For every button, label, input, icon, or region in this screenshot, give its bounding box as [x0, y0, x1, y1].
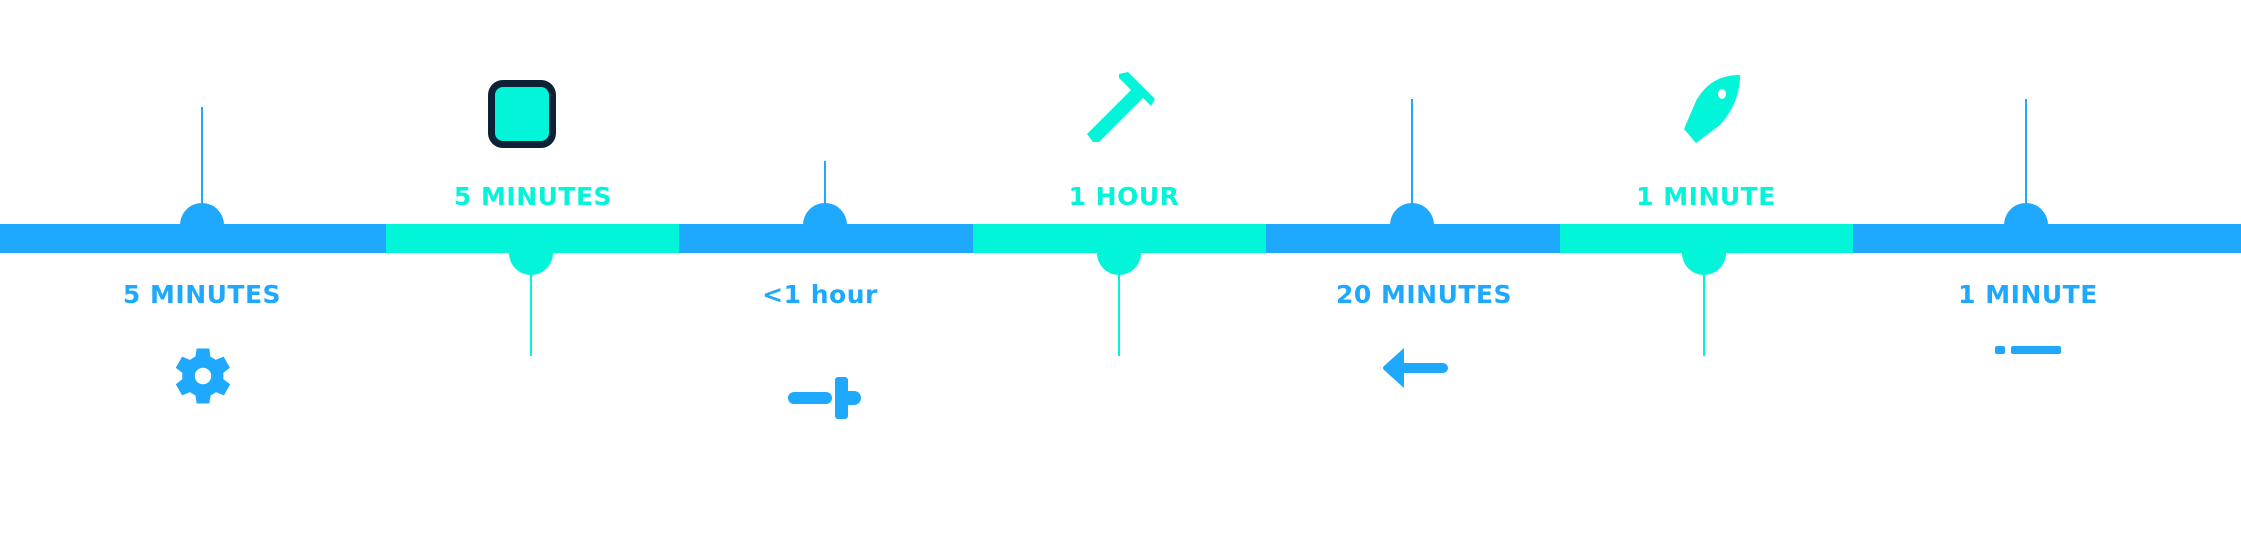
slider-plug-icon — [788, 377, 861, 419]
connector-line — [1118, 270, 1120, 356]
step-label: <1 hour — [762, 280, 878, 309]
marker-knob — [180, 203, 224, 225]
timeline-segment — [1266, 224, 1560, 253]
timeline-segment — [1853, 224, 2241, 253]
step-label: 20 MINUTES — [1335, 280, 1513, 309]
square-icon — [488, 80, 556, 148]
marker-knob — [509, 253, 553, 275]
connector-line — [824, 161, 826, 207]
marker-knob — [1682, 253, 1726, 275]
step-label: 1 MINUTE — [1636, 182, 1776, 211]
timeline-segment — [386, 224, 679, 253]
timeline-segment — [0, 224, 386, 253]
step-label: 5 MINUTES — [122, 280, 282, 309]
connector-line — [530, 270, 532, 356]
step-label: 5 MINUTES — [453, 182, 613, 211]
marker-knob — [1097, 253, 1141, 275]
marker-knob — [2004, 203, 2048, 225]
tag-icon — [1684, 75, 1740, 143]
connector-line — [201, 107, 203, 207]
hammer-icon — [1087, 72, 1155, 142]
arrow-left-icon — [1383, 348, 1448, 388]
connector-line — [1411, 99, 1413, 207]
timeline-segment — [679, 224, 973, 253]
timeline-segment — [973, 224, 1266, 253]
connector-line — [1703, 270, 1705, 356]
dash-line-icon — [1995, 346, 2061, 354]
step-label: 1 MINUTE — [1958, 280, 2098, 309]
step-label: 1 HOUR — [1068, 182, 1180, 211]
marker-knob — [803, 203, 847, 225]
marker-knob — [1390, 203, 1434, 225]
gear-icon — [175, 348, 231, 404]
connector-line — [2025, 99, 2027, 207]
timeline-segment — [1560, 224, 1853, 253]
